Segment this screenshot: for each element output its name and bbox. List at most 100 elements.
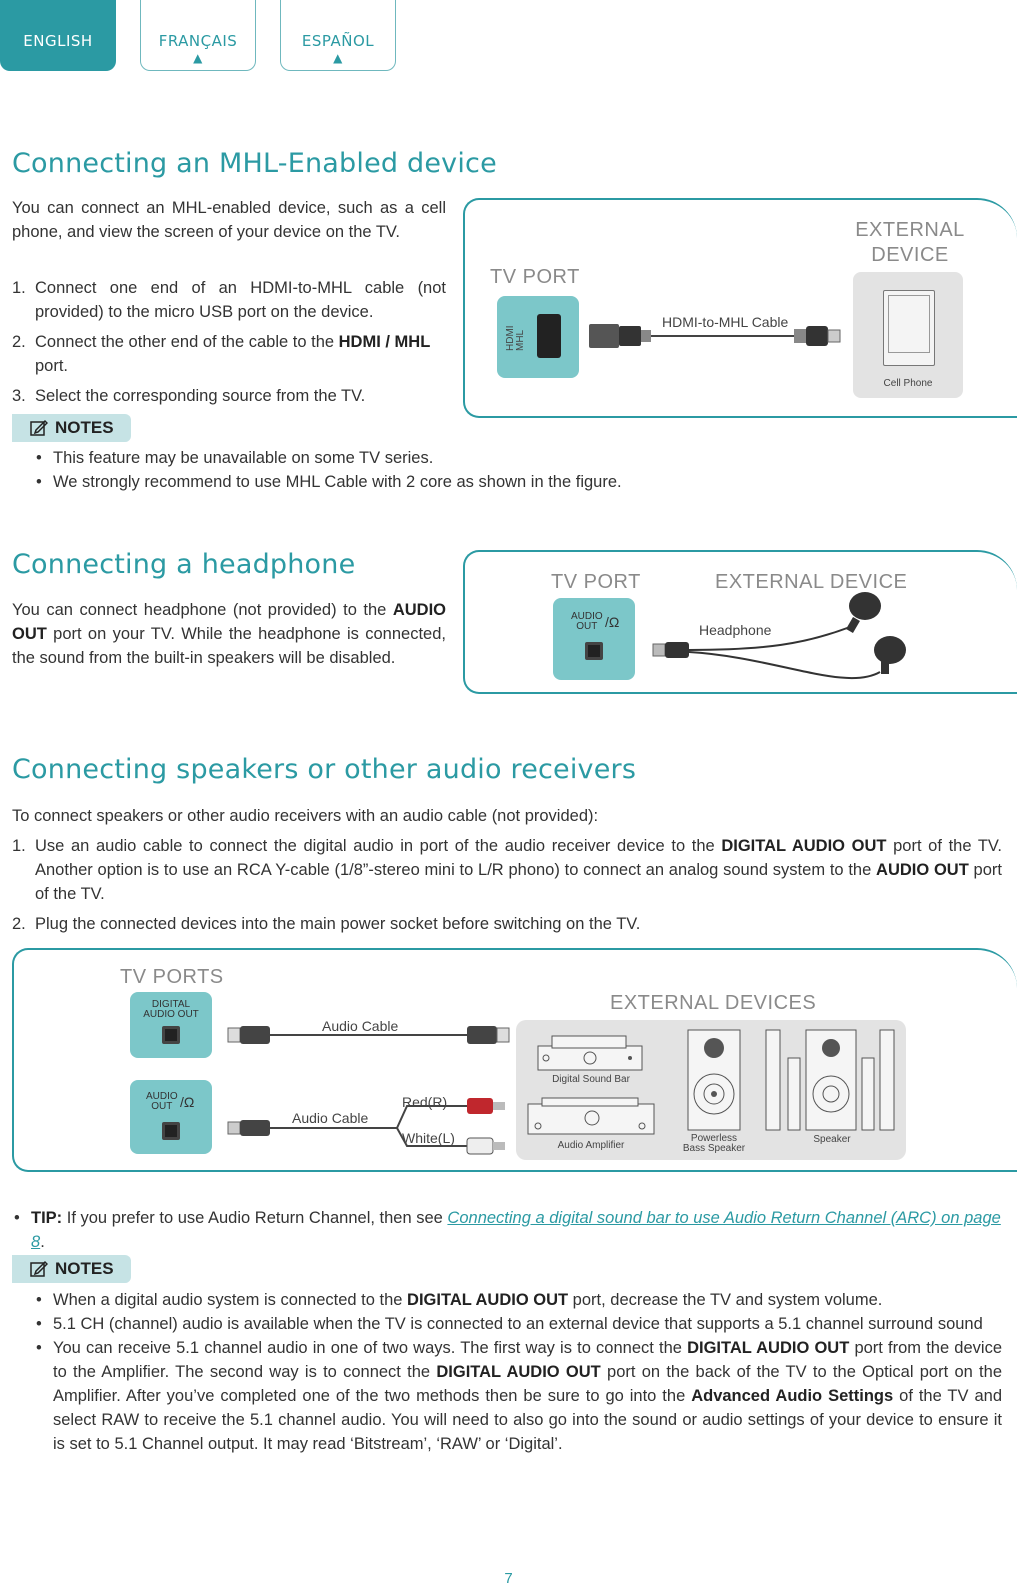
edit-note-icon bbox=[30, 1260, 48, 1277]
step-text: Connect one end of an HDMI-to-MHL cable … bbox=[35, 279, 446, 321]
port-label-line: AUDIO OUT bbox=[143, 1009, 199, 1020]
tab-francais-label: FRANÇAIS bbox=[158, 32, 238, 50]
speakers-steps: 1.Use an audio cable to connect the digi… bbox=[12, 834, 1002, 942]
hdmi-mhl-cable-label: HDMI-to-MHL Cable bbox=[662, 314, 789, 330]
tv-port-label: TV PORT bbox=[551, 571, 641, 593]
notes-label: NOTES bbox=[55, 1259, 114, 1278]
step-text: Select the corresponding source from the… bbox=[35, 387, 366, 405]
tab-espanol-label: ESPAÑOL bbox=[301, 32, 375, 50]
external-devices-box: Digital Sound Bar Audio Amplifier Powerl… bbox=[516, 1020, 906, 1160]
list-item: •When a digital audio system is connecte… bbox=[36, 1291, 883, 1309]
sound-bar-icon bbox=[537, 1035, 643, 1071]
external-device-label: EXTERNAL DEVICE bbox=[715, 571, 908, 593]
note-text: We strongly recommend to use MHL Cable w… bbox=[53, 473, 622, 491]
audio-out-port: AUDIO OUT /Ω bbox=[130, 1080, 212, 1154]
headphone-label: Headphone bbox=[699, 622, 772, 638]
port-label-line: DIGITAL bbox=[151, 999, 191, 1010]
audio-out-port-label: AUDIO OUT bbox=[571, 612, 603, 632]
headphone-text: You can connect headphone (not provided)… bbox=[12, 598, 446, 670]
label-line: Powerless bbox=[690, 1133, 738, 1144]
external-device-label: EXTERNAL DEVICE bbox=[850, 218, 970, 268]
cell-phone-box: Cell Phone bbox=[853, 272, 963, 398]
audio-jack-icon bbox=[162, 1122, 180, 1140]
triangle-up-icon: ▲ bbox=[193, 51, 203, 65]
list-item: •You can receive 5.1 channel audio in on… bbox=[36, 1339, 1002, 1453]
note-bold: DIGITAL AUDIO OUT bbox=[407, 1291, 569, 1309]
audio-cable-label-1: Audio Cable bbox=[322, 1018, 399, 1034]
headphone-diagram-panel: TV PORT EXTERNAL DEVICE AUDIO OUT /Ω Hea… bbox=[463, 550, 1017, 694]
digital-port-label: DIGITAL AUDIO OUT bbox=[130, 1000, 212, 1020]
tab-espanol[interactable]: ESPAÑOL▲ bbox=[280, 0, 396, 71]
speakers-notes-list: •When a digital audio system is connecte… bbox=[30, 1288, 1002, 1456]
note-text: This feature may be unavailable on some … bbox=[53, 449, 434, 467]
external-devices-label: EXTERNAL DEVICES bbox=[610, 992, 817, 1014]
notes-badge: NOTES bbox=[12, 414, 131, 442]
phone-icon bbox=[883, 290, 935, 366]
page-number: 7 bbox=[504, 1570, 513, 1587]
tab-english-label: ENGLISH bbox=[23, 32, 93, 50]
speakers-diagram-panel: TV PORTS EXTERNAL DEVICES DIGITAL AUDIO … bbox=[12, 948, 1017, 1172]
step-bold: DIGITAL AUDIO OUT bbox=[721, 837, 887, 855]
note-text: You can receive 5.1 channel audio in one… bbox=[53, 1339, 688, 1357]
audio-port-label: AUDIO OUT bbox=[146, 1092, 178, 1112]
tv-ports-label: TV PORTS bbox=[120, 966, 224, 988]
section-title-speakers: Connecting speakers or other audio recei… bbox=[12, 754, 637, 785]
list-item: 3.Select the corresponding source from t… bbox=[12, 384, 446, 408]
hdmi-socket-icon bbox=[537, 314, 561, 358]
port-label-line: MHL bbox=[515, 329, 526, 351]
audio-out-port: AUDIO OUT /Ω bbox=[553, 598, 635, 680]
headphone-text-a: You can connect headphone (not provided)… bbox=[12, 601, 393, 619]
amplifier-icon bbox=[527, 1097, 655, 1135]
headphone-bold: AUDIO OUT bbox=[12, 601, 446, 643]
external-line-1: EXTERNAL bbox=[855, 219, 965, 241]
tab-francais[interactable]: FRANÇAIS▲ bbox=[140, 0, 256, 71]
step-text: port of the TV. bbox=[35, 861, 1002, 903]
bass-speaker-icon bbox=[687, 1029, 741, 1131]
list-item: •We strongly recommend to use MHL Cable … bbox=[36, 473, 622, 491]
audio-cable-label-2: Audio Cable bbox=[292, 1110, 369, 1126]
list-item: 1. Connect one end of an HDMI-to-MHL cabl… bbox=[12, 276, 446, 324]
list-item: 2. Connect the other end of the cable to … bbox=[12, 330, 446, 378]
bass-speaker-label: Powerless Bass Speaker bbox=[676, 1134, 752, 1154]
tab-english[interactable]: ENGLISH bbox=[0, 0, 116, 71]
list-item: •5.1 CH (channel) audio is available whe… bbox=[36, 1315, 983, 1333]
headphone-icon bbox=[652, 592, 906, 680]
step-text: Connect the other end of the cable to th… bbox=[35, 333, 339, 351]
list-item: 2.Plug the connected devices into the ma… bbox=[12, 915, 641, 933]
mhl-steps: 1. Connect one end of an HDMI-to-MHL cabl… bbox=[12, 276, 446, 414]
amplifier-label: Audio Amplifier bbox=[557, 1140, 625, 1151]
note-text: port, decrease the TV and system volume. bbox=[568, 1291, 883, 1309]
mhl-intro: You can connect an MHL-enabled device, s… bbox=[12, 199, 446, 241]
port-label-line: AUDIO bbox=[146, 1091, 178, 1102]
step-bold: HDMI / MHL bbox=[338, 333, 431, 351]
mhl-diagram-panel: TV PORT EXTERNAL DEVICE HDMI MHL HDMI-to… bbox=[463, 198, 1017, 418]
speaker-set-icon bbox=[765, 1029, 895, 1131]
step-number: 1. bbox=[12, 279, 26, 297]
port-label-line: AUDIO bbox=[571, 611, 603, 622]
audio-jack-icon bbox=[585, 642, 603, 660]
tip-end: . bbox=[40, 1233, 45, 1251]
audio-cables-icon bbox=[227, 1026, 510, 1155]
triangle-up-icon: ▲ bbox=[333, 51, 343, 65]
step-bold: AUDIO OUT bbox=[876, 861, 969, 879]
list-item: 1.Use an audio cable to connect the digi… bbox=[12, 837, 1002, 903]
edit-note-icon bbox=[30, 419, 48, 436]
red-r-label: Red(R) bbox=[402, 1094, 448, 1110]
hdmi-cable-icon bbox=[589, 324, 841, 348]
section-title-headphone: Connecting a headphone bbox=[12, 549, 356, 580]
note-bold: DIGITAL AUDIO OUT bbox=[436, 1363, 601, 1381]
list-item: •This feature may be unavailable on some… bbox=[36, 449, 434, 467]
notes-label: NOTES bbox=[55, 418, 114, 437]
step-text: Plug the connected devices into the main… bbox=[35, 915, 641, 933]
port-label-line: OUT bbox=[576, 621, 598, 632]
hdmi-mhl-port: HDMI MHL bbox=[497, 296, 579, 378]
speakers-intro: To connect speakers or other audio recei… bbox=[12, 807, 599, 825]
step-number: 2. bbox=[12, 333, 26, 351]
note-text: When a digital audio system is connected… bbox=[53, 1291, 408, 1309]
port-label-line: OUT bbox=[151, 1101, 173, 1112]
phone-screen bbox=[888, 295, 930, 353]
cell-phone-label: Cell Phone bbox=[883, 378, 933, 389]
note-text: of the TV and select RAW to receive the … bbox=[53, 1387, 1002, 1453]
mhl-notes-list: •This feature may be unavailable on some… bbox=[30, 446, 1000, 494]
arc-page-link[interactable]: Connecting a digital sound bar to use Au… bbox=[31, 1209, 1001, 1251]
